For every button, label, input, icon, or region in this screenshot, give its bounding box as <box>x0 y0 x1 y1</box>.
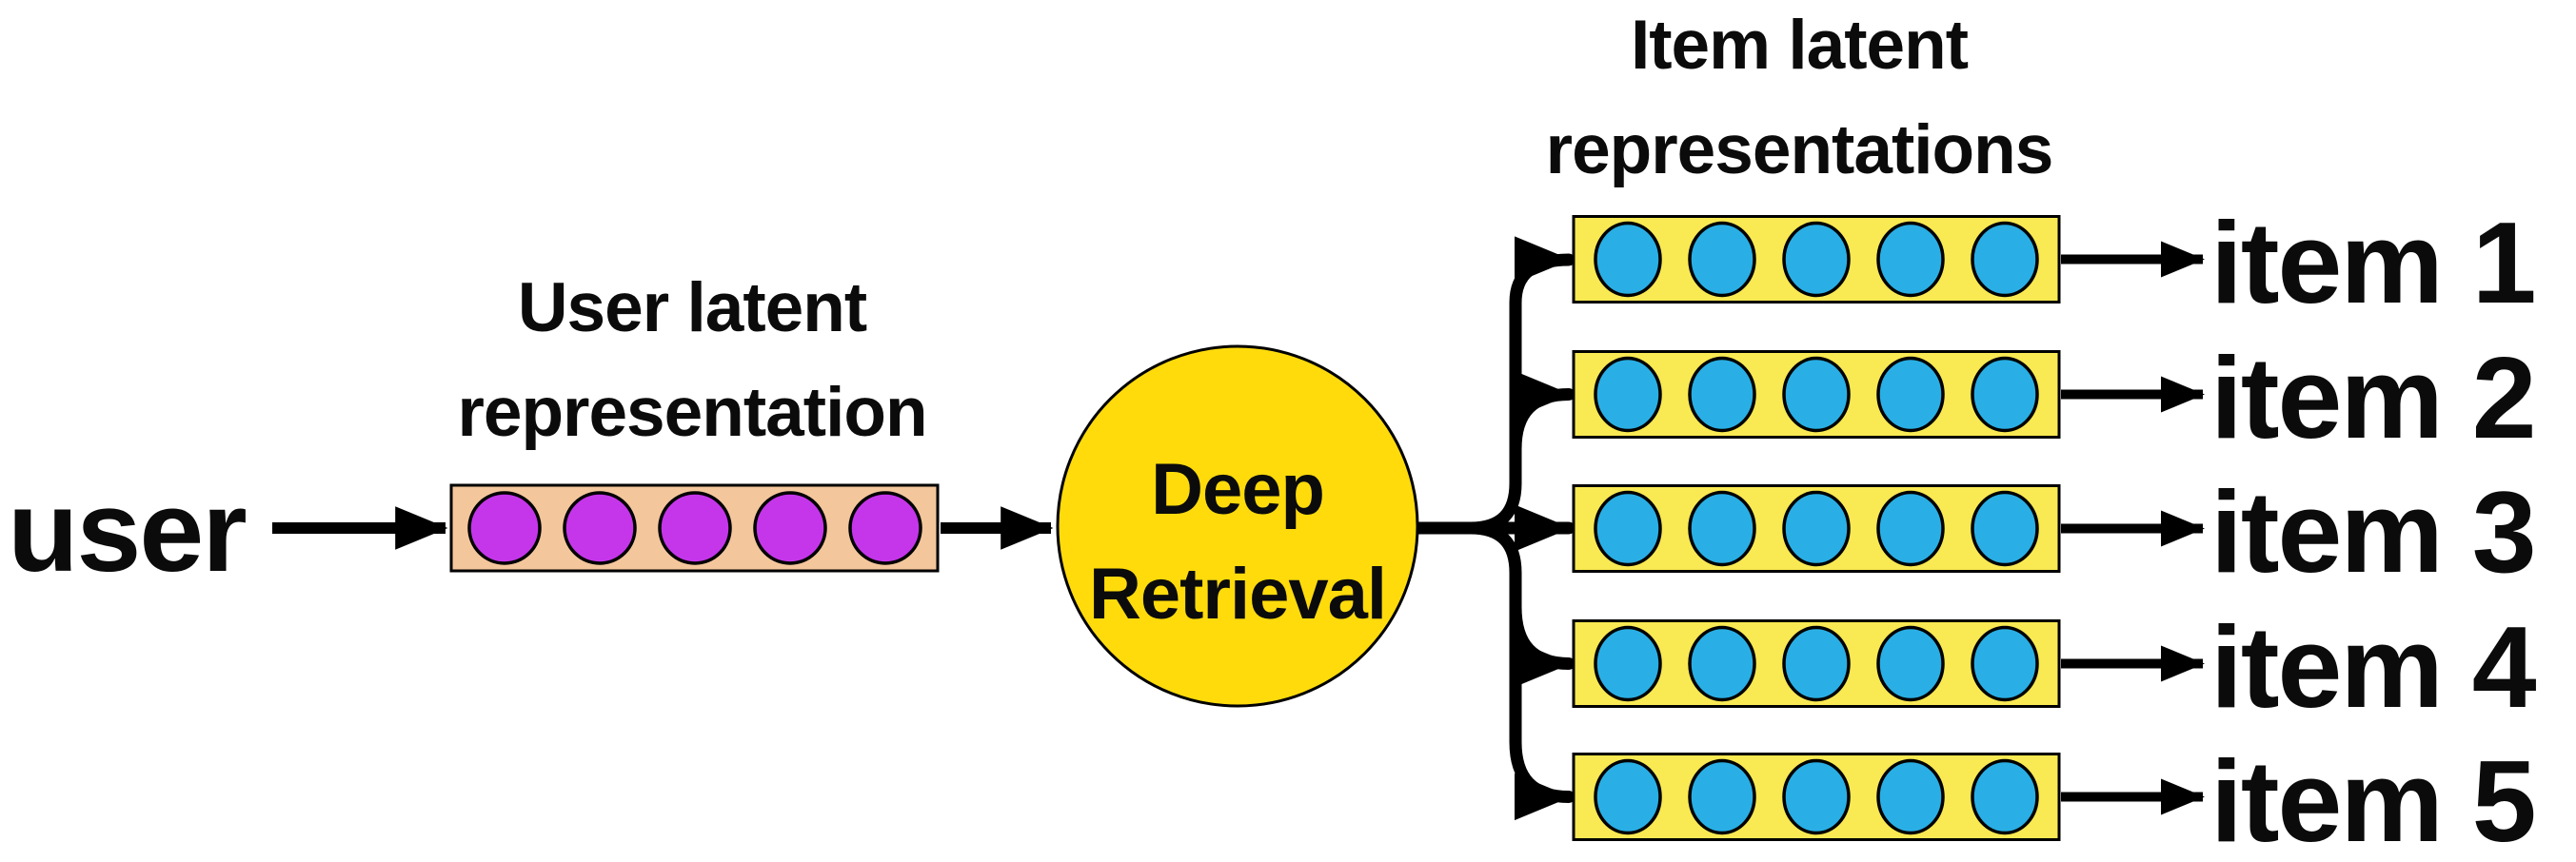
deep-retrieval-label-line1: Deep <box>1151 449 1324 530</box>
item-dot <box>1594 625 1662 702</box>
user-dot <box>658 491 732 565</box>
item-dot <box>1594 221 1662 298</box>
user-vector-dots <box>467 491 922 565</box>
item-dot <box>1782 221 1851 298</box>
item-dot <box>1971 356 2039 433</box>
item-dot <box>1971 625 2039 702</box>
item-dot <box>1688 625 1756 702</box>
item-dot <box>1688 490 1756 567</box>
item-dot <box>1876 625 1945 702</box>
item-dot <box>1971 758 2039 835</box>
deep-retrieval-node <box>1056 344 1419 708</box>
item-dot <box>1876 758 1945 835</box>
item-label-3: item 3 <box>2210 467 2535 597</box>
item-title-line2: representations <box>1546 111 2053 188</box>
user-dot <box>753 491 827 565</box>
item-dot <box>1876 356 1945 433</box>
user-dot <box>563 491 637 565</box>
item-dot <box>1594 490 1662 567</box>
item-vector-dots <box>1594 221 2039 835</box>
item-dot <box>1688 221 1756 298</box>
flow-arrows <box>272 236 2205 821</box>
item-dot <box>1782 490 1851 567</box>
item-dot <box>1782 758 1851 835</box>
item-dot <box>1971 221 2039 298</box>
deep-retrieval-label-line2: Retrieval <box>1089 554 1386 635</box>
user-title-line2: representation <box>457 374 926 451</box>
user-title-line1: User latent <box>518 269 867 346</box>
user-label: user <box>8 466 246 596</box>
user-dot <box>467 491 542 565</box>
item-dot <box>1782 356 1851 433</box>
item-label-1: item 1 <box>2210 198 2535 327</box>
fanout-arrow-item2 <box>1509 370 1575 456</box>
item-dot <box>1594 758 1662 835</box>
item-label-2: item 2 <box>2210 333 2535 462</box>
item-dot <box>1876 221 1945 298</box>
fanout-arrow-item4 <box>1509 600 1575 688</box>
item-title-line1: Item latent <box>1631 7 1969 84</box>
item-dot <box>1782 625 1851 702</box>
item-dot <box>1594 356 1662 433</box>
item-label-4: item 4 <box>2210 602 2537 732</box>
item-dot <box>1688 758 1756 835</box>
item-dot <box>1876 490 1945 567</box>
item-dot <box>1971 490 2039 567</box>
item-dot <box>1688 356 1756 433</box>
item-label-5: item 5 <box>2210 736 2535 862</box>
fanout-arrow-item5 <box>1464 521 1575 821</box>
user-dot <box>848 491 922 565</box>
